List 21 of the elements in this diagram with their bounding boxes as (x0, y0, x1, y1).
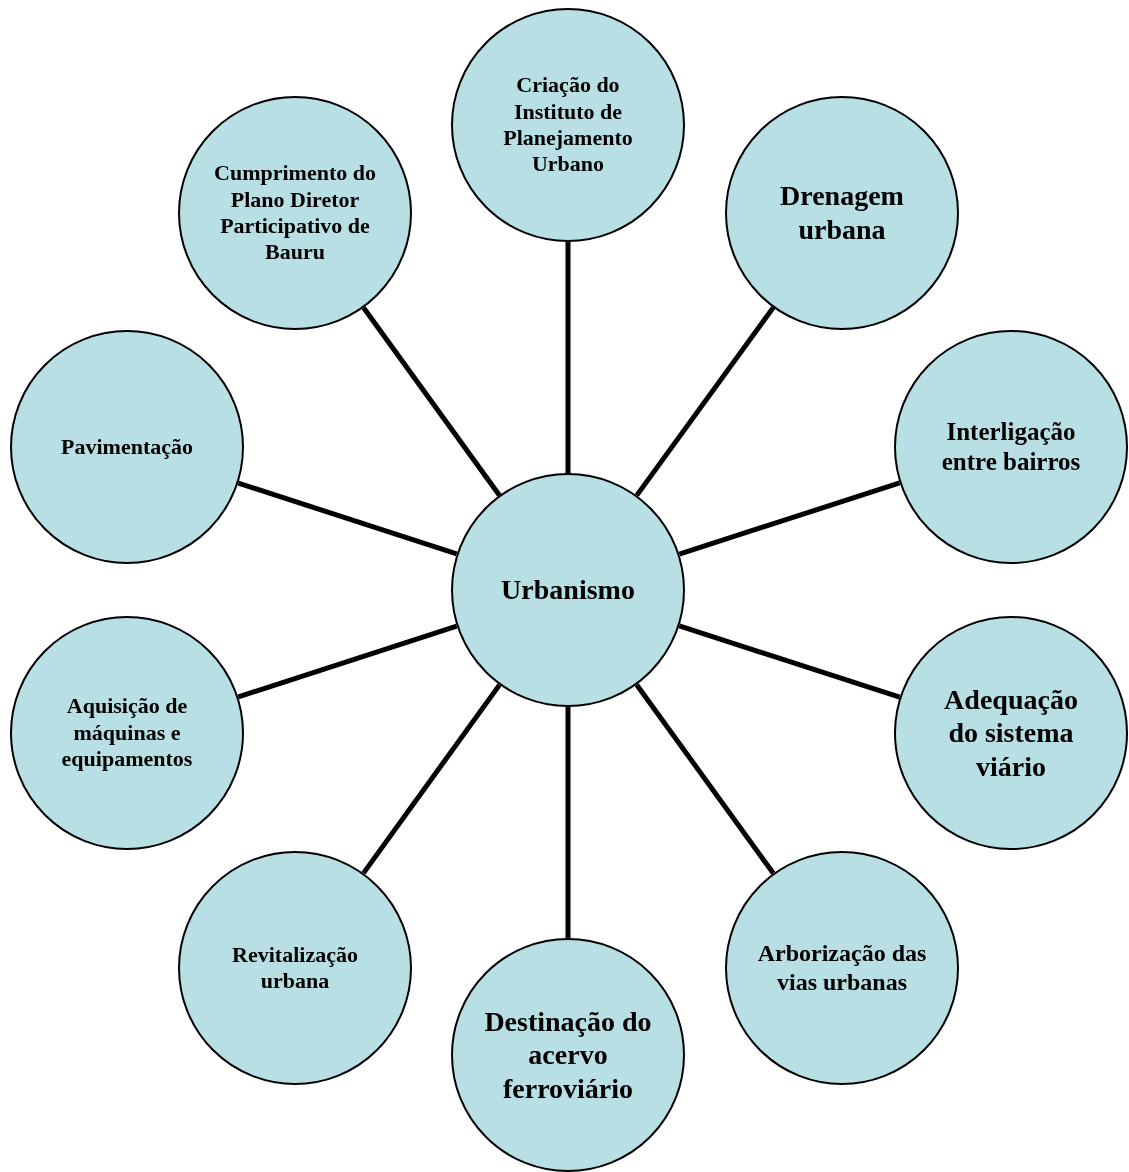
node-label: Adequação do sistema viário (943, 682, 1079, 784)
node-label: Arborização das vias urbanas (757, 939, 927, 997)
connector-line (678, 623, 901, 700)
connector-line (565, 707, 571, 938)
connector-line (237, 623, 458, 700)
connector-line (565, 242, 571, 473)
connector-line (361, 683, 502, 875)
node-label: Revitalização urbana (231, 941, 359, 995)
connector-line (634, 306, 776, 497)
connector-line (634, 683, 776, 875)
connector-line (237, 480, 458, 557)
connector-line (361, 306, 502, 497)
connector-line (678, 480, 901, 557)
node-label: Interligação entre bairros (940, 417, 1082, 477)
node-label: Criação do Instituto de Planejamento Urbano (502, 72, 634, 178)
node-label: Pavimentação (61, 433, 193, 461)
node-label: Destinação do acervo ferroviário (483, 1004, 653, 1106)
node-label: Aquisição de máquinas e equipamentos (60, 693, 194, 773)
node-label: Cumprimento do Plano Diretor Participativo de Bauru (213, 160, 377, 266)
node-label: Drenagem urbana (779, 179, 905, 247)
node-label: Urbanismo (501, 573, 635, 607)
